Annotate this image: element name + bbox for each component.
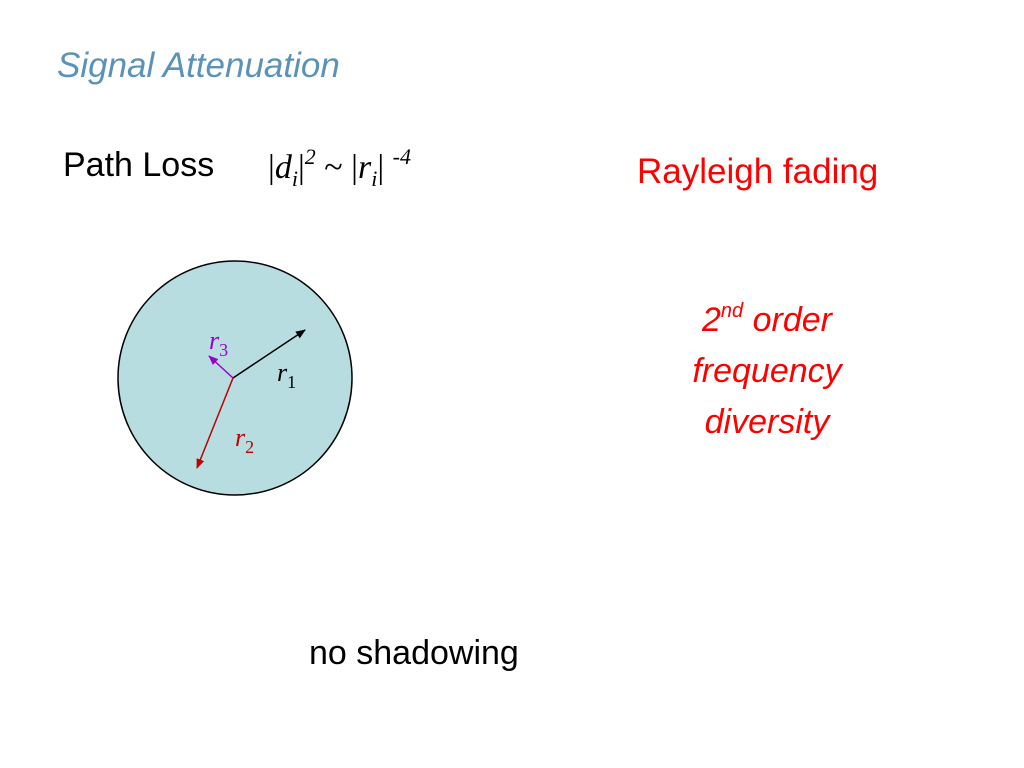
r1-vector	[232, 329, 306, 379]
formula-d: d	[274, 149, 292, 186]
formula-r-exp: -4	[392, 144, 411, 169]
path-loss-formula: |di|2 ~ |ri| -4	[268, 144, 411, 191]
r2-vector	[196, 377, 234, 469]
r2-subscript: 2	[245, 437, 254, 457]
r1-letter: r	[277, 358, 288, 387]
cell-circle	[117, 260, 353, 496]
r1-subscript: 1	[287, 372, 296, 392]
no-shadowing-label: no shadowing	[309, 634, 519, 672]
order-line: 2nd order	[672, 286, 862, 346]
formula-r: r	[357, 149, 372, 186]
diversity-word: diversity	[704, 403, 830, 441]
order-number: 2	[702, 301, 721, 339]
formula-r-sub: i	[371, 166, 378, 191]
path-loss-label: Path Loss	[63, 146, 215, 184]
order-suffix: nd	[720, 300, 744, 322]
r3-letter: r	[209, 326, 220, 355]
r2-label: r2	[235, 423, 254, 457]
order-word: order	[752, 301, 832, 339]
formula-tilde: ~	[324, 149, 343, 186]
r3-subscript: 3	[219, 340, 228, 360]
formula-d-sub: i	[291, 166, 298, 191]
r2-letter: r	[235, 423, 246, 452]
formula-d-exp: 2	[304, 144, 316, 169]
r3-vector	[208, 355, 234, 379]
r3-label: r3	[209, 326, 228, 360]
slide-title: Signal Attenuation	[57, 46, 340, 85]
diversity-order-block: 2nd order frequency diversity	[672, 286, 862, 448]
rayleigh-fading-label: Rayleigh fading	[637, 152, 879, 191]
r1-label: r1	[277, 358, 296, 392]
frequency-word: frequency	[692, 352, 842, 390]
